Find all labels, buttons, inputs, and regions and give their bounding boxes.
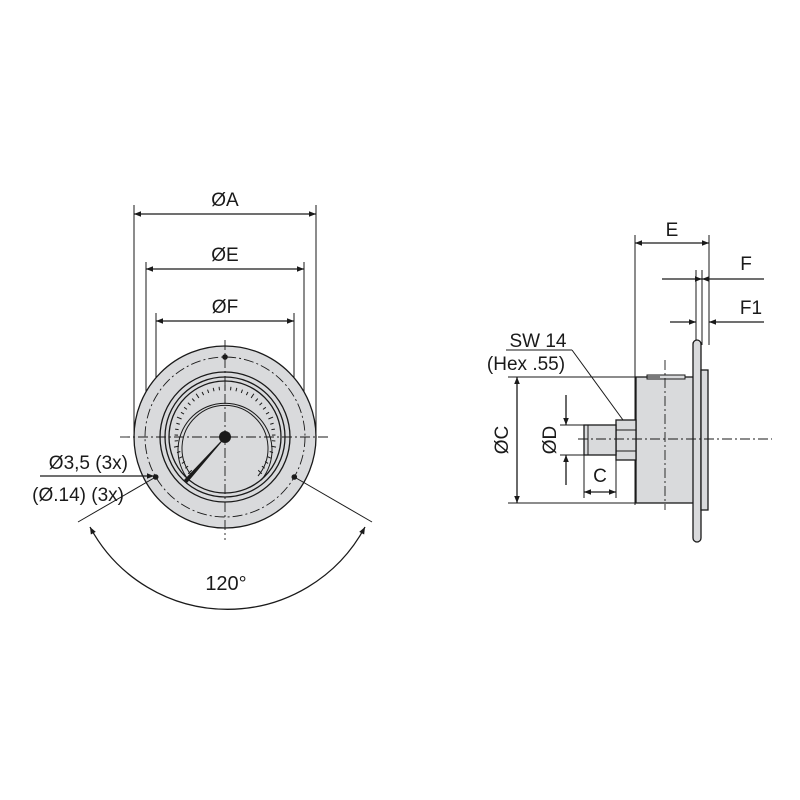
label-dim-e-depth: E [666,220,679,241]
hex-nut [615,419,637,461]
label-dim-f: ØF [212,297,238,318]
angle-arc [89,526,366,610]
gauge-front-flange [692,339,702,543]
gauge-needle [184,431,231,483]
label-dim-c-diameter: ØC [492,426,513,455]
label-wrench-metric: SW 14 [509,331,566,352]
label-dim-f: F [740,254,752,275]
label-dim-f1: F1 [740,298,762,319]
label-hole-imperial: (Ø.14) (3x) [32,485,124,506]
gauge-case [635,376,697,504]
label-dim-e: ØE [211,245,238,266]
thread-stem [583,424,617,456]
label-wrench-imperial: (Hex .55) [487,354,565,375]
mounting-hole-top [222,354,228,360]
label-dim-d: ØD [540,426,561,455]
label-angle: 120° [205,573,246,595]
label-hole-metric: Ø3,5 (3x) [49,453,128,474]
front-view [40,205,373,610]
label-dim-c-length: C [593,466,607,487]
side-view [506,235,772,543]
label-dim-a: ØA [211,190,239,211]
gauge-scale [173,385,277,481]
